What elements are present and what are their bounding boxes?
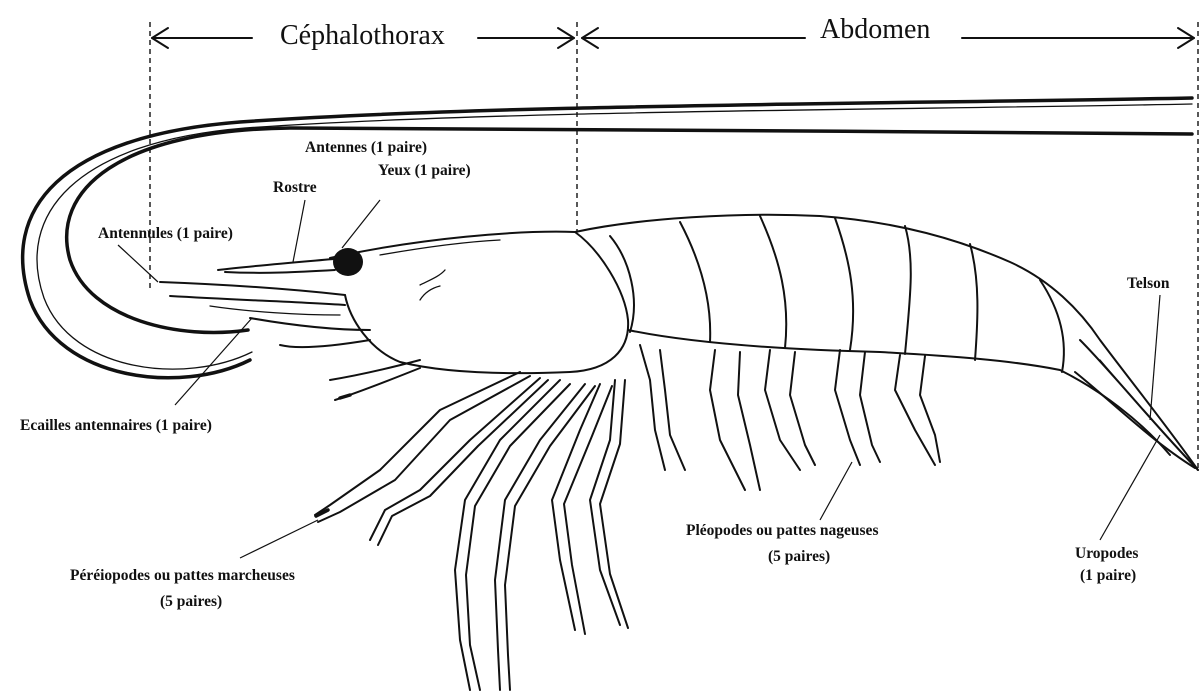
pleopodes-label-line1: Pléopodes ou pattes nageuses bbox=[686, 522, 878, 539]
shrimp-body-drawing bbox=[160, 215, 1198, 470]
ecailles-label: Ecailles antennaires (1 paire) bbox=[20, 417, 212, 434]
leader-lines bbox=[118, 200, 1160, 558]
telson-label: Telson bbox=[1127, 275, 1170, 292]
antennules-label: Antennules (1 paire) bbox=[98, 225, 233, 242]
pleopodes-label-line2: (5 paires) bbox=[768, 548, 830, 565]
region-boundaries bbox=[150, 22, 1198, 470]
pereiopodes-label-line1: Péréiopodes ou pattes marcheuses bbox=[70, 567, 295, 584]
cephalothorax-label: Céphalothorax bbox=[280, 20, 445, 51]
rostre-label: Rostre bbox=[273, 179, 317, 196]
pleopods-drawing bbox=[640, 345, 940, 490]
abdomen-label: Abdomen bbox=[820, 14, 930, 45]
eye-drawing bbox=[333, 248, 363, 276]
antennes-label: Antennes (1 paire) bbox=[305, 139, 427, 156]
yeux-label: Yeux (1 paire) bbox=[378, 162, 471, 179]
pereiopodes-label-line2: (5 paires) bbox=[160, 593, 222, 610]
pereiopods-drawing bbox=[315, 372, 628, 690]
uropodes-label-line1: Uropodes bbox=[1075, 545, 1138, 562]
uropodes-label-line2: (1 paire) bbox=[1080, 567, 1136, 584]
